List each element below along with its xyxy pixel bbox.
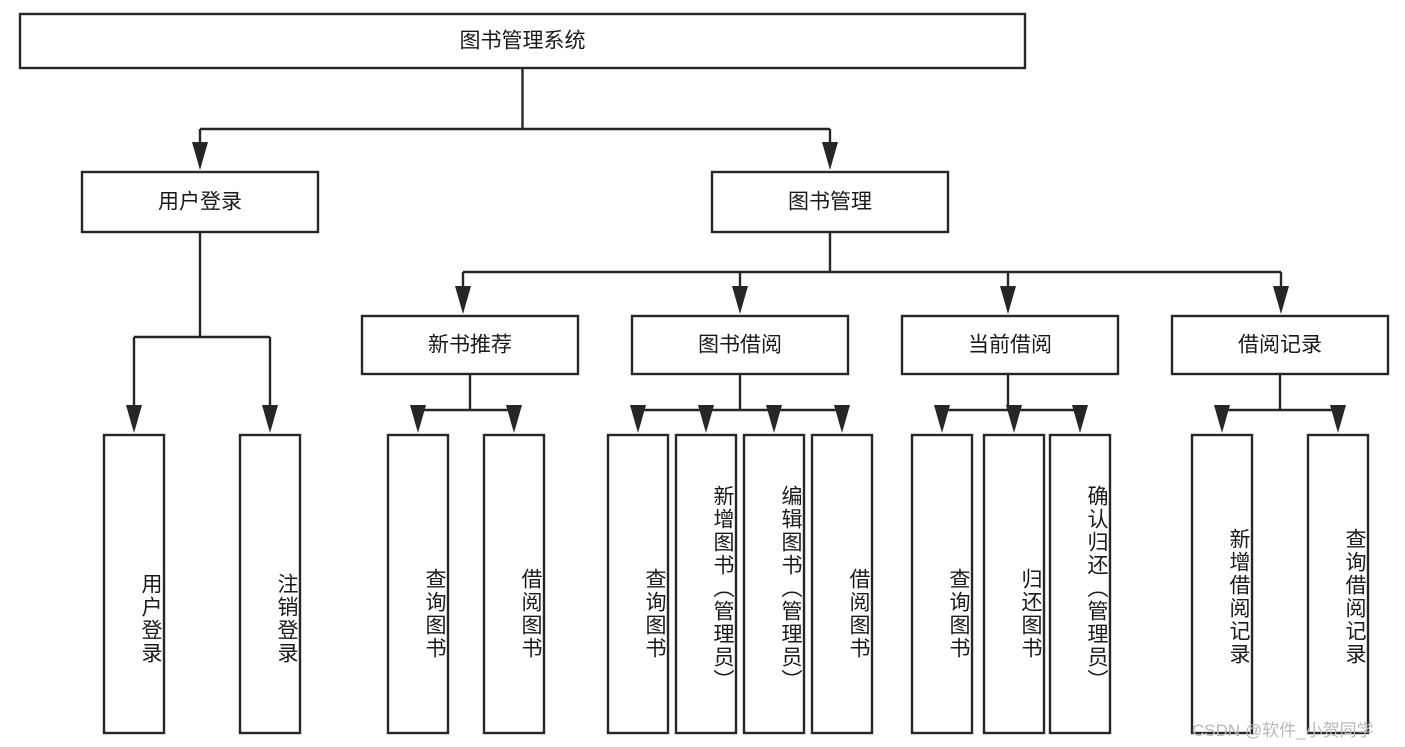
arrow-to-leaf-edit-book	[766, 405, 782, 433]
arrow-to-leaf-query-book-3	[934, 405, 950, 433]
csdn-watermark: CSDN @软件_小贺同学	[1192, 721, 1374, 740]
arrow-to-leaf-user-login	[126, 405, 142, 433]
node-box-leaf-borrow-book-1[interactable]	[482, 433, 546, 735]
node-label-current-borrow: 当前借阅	[968, 334, 1052, 357]
arrow-to-user-login	[192, 142, 208, 170]
node-box-book-borrow[interactable]	[630, 314, 850, 376]
connector-group	[126, 68, 1346, 433]
node-box-leaf-user-logout[interactable]	[238, 433, 302, 735]
arrow-to-leaf-query-book-1	[410, 405, 426, 433]
node-box-root[interactable]	[18, 12, 1027, 70]
node-box-leaf-query-book-1[interactable]	[386, 433, 450, 735]
arrow-to-leaf-query-record	[1330, 405, 1346, 433]
arrow-to-leaf-add-record	[1214, 405, 1230, 433]
node-box-book-manage[interactable]	[710, 170, 950, 234]
arrow-to-current-borrow	[1000, 286, 1016, 314]
arrow-to-leaf-add-book	[698, 405, 714, 433]
arrow-to-leaf-user-logout	[262, 405, 278, 433]
node-label-root: 图书管理系统	[460, 30, 586, 53]
arrow-to-leaf-borrow-book-2	[834, 405, 850, 433]
node-box-leaf-query-record[interactable]	[1306, 433, 1370, 735]
node-label-book-manage: 图书管理	[788, 191, 872, 214]
node-box-new-book-rec[interactable]	[360, 314, 580, 376]
arrow-to-leaf-borrow-book-1	[506, 405, 522, 433]
arrow-to-borrow-record	[1273, 286, 1289, 314]
node-box-leaf-user-login[interactable]	[102, 433, 166, 735]
node-box-leaf-borrow-book-2[interactable]	[810, 433, 874, 735]
node-box-current-borrow[interactable]	[900, 314, 1120, 376]
node-box-borrow-record[interactable]	[1170, 314, 1390, 376]
arrow-to-book-borrow	[732, 286, 748, 314]
node-group: 图书管理系统 用户登录 图书管理 新书推荐 图书借阅 当前借阅 借阅记录	[18, 12, 1390, 735]
node-box-leaf-query-book-2[interactable]	[606, 433, 670, 735]
node-box-leaf-add-record[interactable]	[1190, 433, 1254, 735]
node-label-user-login: 用户登录	[158, 191, 242, 214]
arrow-to-book-manage	[822, 142, 838, 170]
node-box-leaf-edit-book[interactable]	[742, 433, 806, 735]
node-label-new-book-rec: 新书推荐	[428, 334, 512, 357]
node-box-leaf-add-book[interactable]	[674, 433, 738, 735]
arrow-to-leaf-query-book-2	[630, 405, 646, 433]
arrow-to-leaf-return-book	[1006, 405, 1022, 433]
node-box-leaf-confirm-return[interactable]	[1048, 433, 1112, 735]
node-box-leaf-return-book[interactable]	[982, 433, 1046, 735]
node-box-leaf-query-book-3[interactable]	[910, 433, 974, 735]
node-box-user-login[interactable]	[80, 170, 320, 234]
node-label-book-borrow: 图书借阅	[698, 334, 782, 357]
arrow-to-leaf-confirm-return	[1072, 405, 1088, 433]
node-label-borrow-record: 借阅记录	[1238, 334, 1322, 357]
arrow-to-new-book-rec	[455, 286, 471, 314]
